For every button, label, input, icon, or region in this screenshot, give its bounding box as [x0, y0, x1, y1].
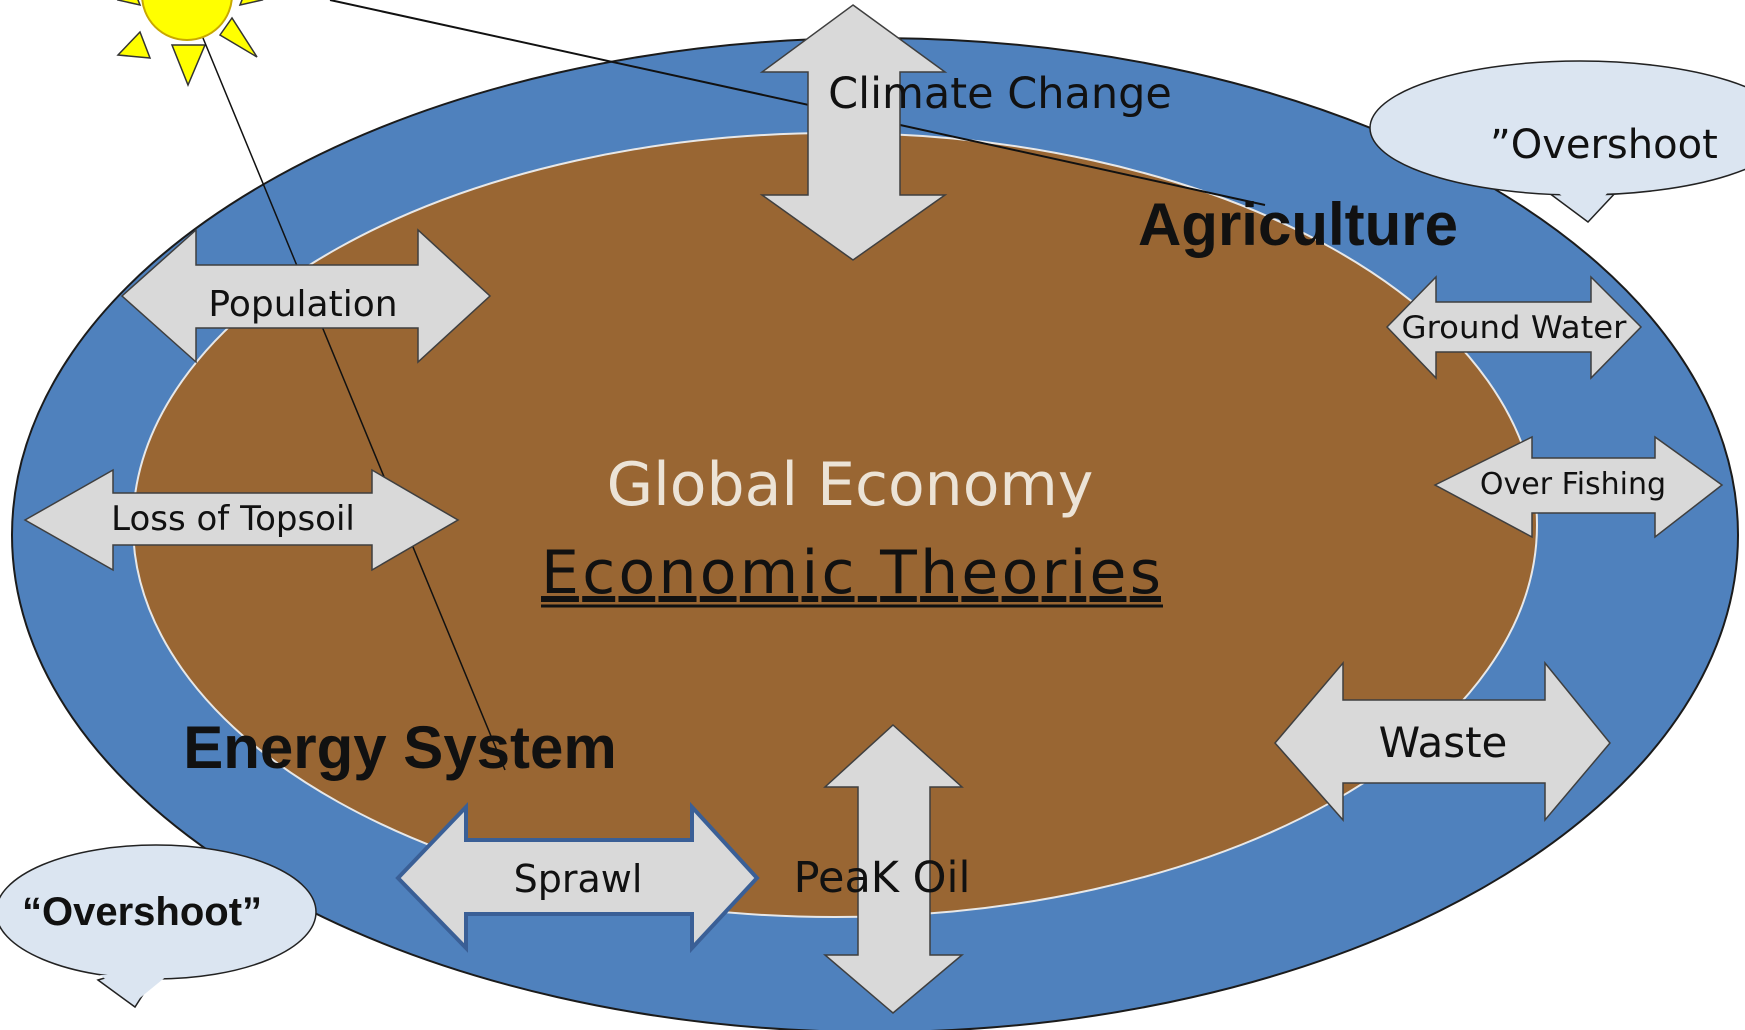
ground-water-arrow: [1385, 275, 1643, 380]
ground-water-label: Ground Water: [1402, 310, 1627, 346]
energy-system-label: Energy System: [183, 714, 617, 781]
sun-ray-line: [329, 0, 1266, 206]
overshoot-left-label: “Overshoot”: [22, 890, 262, 934]
global-economy-label: Global Economy: [607, 450, 1094, 520]
sprawl-arrow: [395, 801, 760, 954]
sun-ray-line: [202, 37, 506, 771]
overshoot-callout-right: [1369, 60, 1745, 224]
loss-of-topsoil-arrow: [23, 468, 460, 572]
climate-change-arrow: [759, 4, 948, 261]
overshoot-callout-left: [0, 844, 317, 1009]
waste-label: Waste: [1379, 718, 1508, 767]
climate-change-label: Climate Change: [828, 69, 1172, 119]
overshoot-right-label: ”Overshoot: [1490, 122, 1718, 168]
over-fishing-label: Over Fishing: [1480, 467, 1666, 502]
loss-of-topsoil-label: Loss of Topsoil: [111, 499, 355, 539]
agriculture-label: Agriculture: [1138, 191, 1458, 258]
population-label: Population: [208, 284, 397, 325]
over-fishing-arrow: [1433, 435, 1724, 539]
economic-theories-label: Economic Theories: [541, 538, 1161, 608]
population-arrow: [120, 228, 492, 364]
peak-oil-label: PeaK Oil: [794, 853, 971, 903]
peak-oil-arrow: [822, 723, 965, 1014]
waste-arrow: [1274, 660, 1611, 823]
sprawl-label: Sprawl: [514, 857, 643, 901]
sun-icon: [116, 0, 264, 87]
